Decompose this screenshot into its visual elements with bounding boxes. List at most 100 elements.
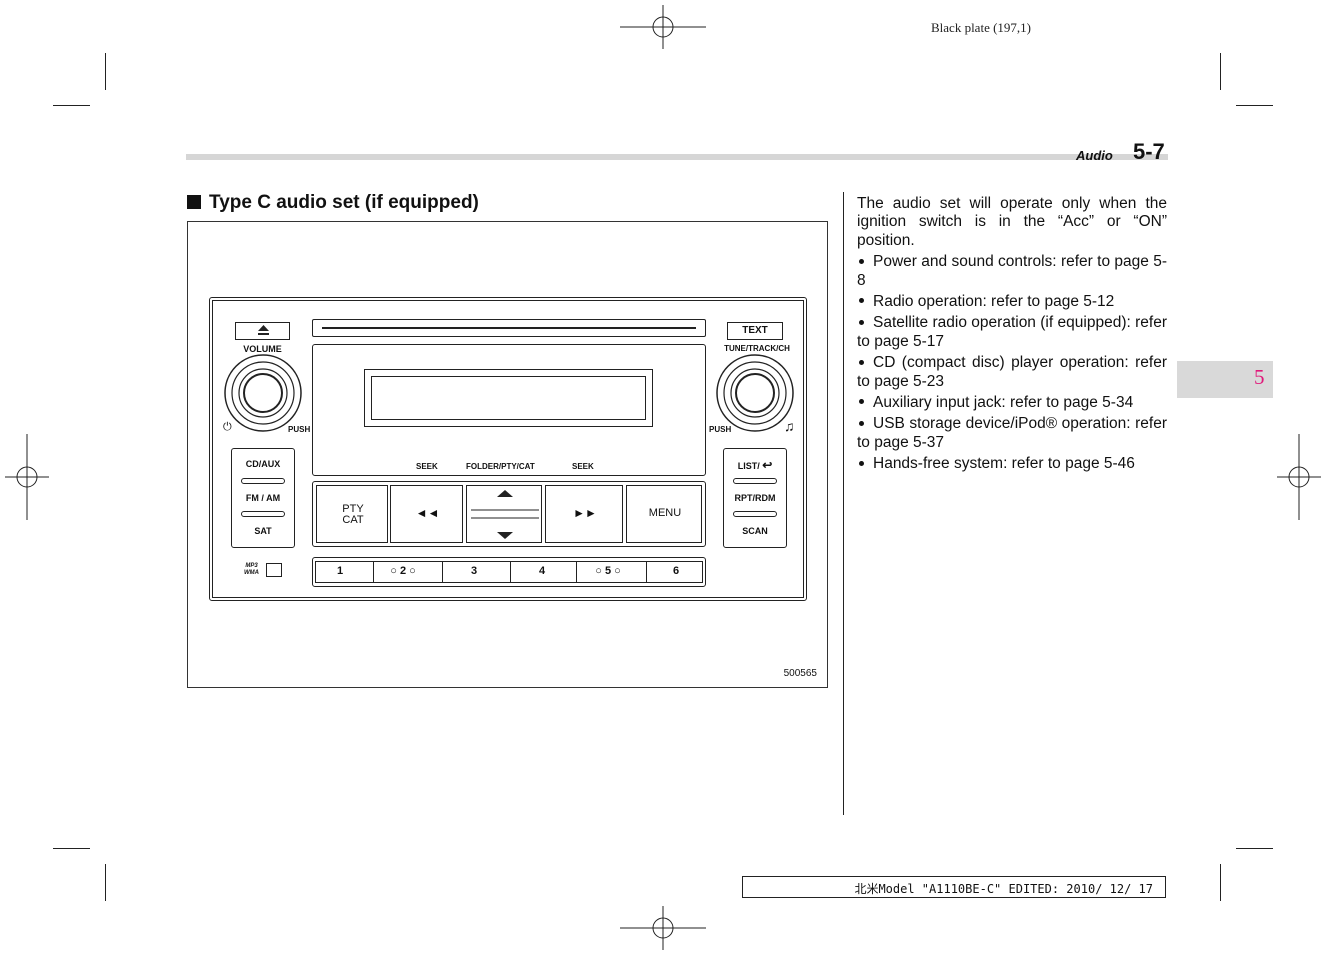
figure-number: 500565	[783, 668, 817, 679]
seek-right-label: SEEK	[572, 462, 594, 471]
preset-divider-5	[646, 561, 647, 583]
intro-paragraph: The audio set will operate only when the…	[857, 195, 1167, 249]
bullet-icon	[859, 319, 864, 325]
wma-label: WMA	[244, 570, 259, 576]
eject-button[interactable]	[235, 322, 290, 340]
preset-divider-3	[510, 561, 511, 583]
cat-label: CAT	[342, 514, 364, 526]
bullet-item: USB storage device/iPod® operation: refe…	[857, 415, 1167, 451]
folder-label: FOLDER/PTY/CAT	[466, 462, 535, 471]
radio-illustration: VOLUME ⏻ PUSH TEXT TUNE/TRACK/CH PUSH ♫	[188, 222, 829, 689]
up-down-arrows-icon	[471, 490, 539, 539]
folder-up-down-button[interactable]	[466, 485, 542, 543]
display-screen-outer	[364, 369, 653, 427]
list-button-group	[723, 448, 787, 548]
display-screen	[371, 376, 646, 420]
preset-1-button[interactable]: 1	[336, 565, 344, 577]
preset-row-inner	[315, 561, 703, 583]
tune-label: TUNE/TRACK/CH	[724, 344, 790, 353]
preset-6-button[interactable]: 6	[672, 565, 680, 577]
preset-row	[312, 557, 706, 587]
preset-divider-2	[442, 561, 443, 583]
pty-label: PTY	[342, 503, 364, 515]
tune-knob[interactable]	[714, 352, 796, 434]
chapter-tab: 5	[1177, 361, 1273, 398]
volume-label: VOLUME	[243, 344, 282, 354]
bullet-item: Satellite radio operation (if equipped):…	[857, 314, 1167, 350]
button-divider-3	[733, 478, 777, 484]
display-bezel	[312, 344, 706, 476]
disc-logo-icon	[266, 563, 282, 577]
menu-button[interactable]: MENU	[626, 485, 702, 543]
preset-divider-1	[373, 561, 374, 583]
section-title: Type C audio set (if equipped)	[187, 192, 479, 214]
push-label-left: PUSH	[288, 425, 311, 434]
registration-mark-top	[620, 5, 706, 49]
rewind-icon: ◄◄	[415, 506, 440, 520]
bullet-icon	[859, 359, 864, 365]
registration-mark-bottom	[620, 906, 706, 950]
button-divider-1	[241, 478, 285, 484]
text-button[interactable]: TEXT	[727, 322, 783, 340]
control-row	[312, 481, 706, 547]
preset-4-button[interactable]: 4	[538, 565, 546, 577]
preset-5-label: 5	[604, 565, 612, 577]
chapter-tab-number: 5	[1254, 365, 1265, 389]
radio-panel-inner	[212, 300, 804, 598]
cd-slot	[312, 319, 706, 337]
section-title-text: Type C audio set (if equipped)	[209, 192, 479, 213]
bullet-icon	[859, 399, 864, 405]
sat-button[interactable]: SAT	[254, 526, 272, 536]
source-button-group	[231, 448, 295, 548]
rewind-button[interactable]: ◄◄	[390, 485, 463, 543]
text-button-label: TEXT	[742, 325, 768, 336]
bullet-item: Auxiliary input jack: refer to page 5-34	[857, 394, 1167, 412]
plate-label: Black plate (197,1)	[931, 20, 1031, 35]
fast-forward-icon: ►►	[573, 506, 597, 520]
preset-3-button[interactable]: 3	[470, 565, 478, 577]
cd-slot-opening	[322, 327, 696, 329]
registration-mark-left	[5, 434, 49, 520]
eject-icon	[258, 325, 269, 335]
radio-figure: VOLUME ⏻ PUSH TEXT TUNE/TRACK/CH PUSH ♫	[187, 221, 828, 688]
radio-panel	[209, 297, 807, 601]
bullet-icon	[859, 298, 864, 304]
menu-label: MENU	[648, 507, 682, 519]
footer-edit-stamp: 北米Model "A1110BE-C" EDITED: 2010/ 12/ 17	[742, 876, 1166, 898]
header-bar	[186, 154, 1168, 160]
bullet-icon	[859, 460, 864, 466]
page-number: 5-7	[1133, 139, 1165, 164]
power-icon: ⏻	[223, 421, 232, 433]
list-button-label: LIST/	[737, 461, 760, 471]
bullet-icon	[859, 258, 864, 264]
rpt-rdm-button[interactable]: RPT/RDM	[734, 493, 776, 503]
push-label-right: PUSH	[709, 425, 732, 434]
button-divider-4	[733, 511, 777, 517]
seek-left-label: SEEK	[416, 462, 438, 471]
mp3-label: MP3	[245, 563, 258, 569]
bullet-item: CD (compact disc) player operation: refe…	[857, 354, 1167, 390]
registration-mark-right	[1277, 434, 1321, 520]
column-divider	[843, 192, 844, 815]
preset-2-label: 2	[399, 565, 407, 577]
button-divider-2	[241, 511, 285, 517]
preset-2-button[interactable]: ○ 2 ○	[390, 565, 416, 577]
bullet-item: Hands-free system: refer to page 5-46	[857, 455, 1167, 473]
cd-aux-button[interactable]: CD/AUX	[245, 459, 281, 469]
fm-am-button[interactable]: FM / AM	[245, 493, 281, 503]
fast-forward-button[interactable]: ►►	[545, 485, 623, 543]
bullet-item: Power and sound controls: refer to page …	[857, 253, 1167, 289]
body-text: The audio set will operate only when the…	[857, 195, 1167, 477]
return-icon: ↩	[762, 458, 773, 472]
scan-button[interactable]: SCAN	[742, 526, 768, 536]
header-title: Audio	[1076, 148, 1113, 163]
list-button[interactable]: LIST/ ↩	[726, 458, 784, 472]
volume-knob[interactable]	[222, 352, 304, 434]
bullet-icon	[859, 420, 864, 426]
square-bullet-icon	[187, 195, 201, 209]
music-note-icon: ♫	[784, 418, 795, 434]
bullet-item: Radio operation: refer to page 5-12	[857, 293, 1167, 311]
preset-5-button[interactable]: ○ 5 ○	[595, 565, 621, 577]
